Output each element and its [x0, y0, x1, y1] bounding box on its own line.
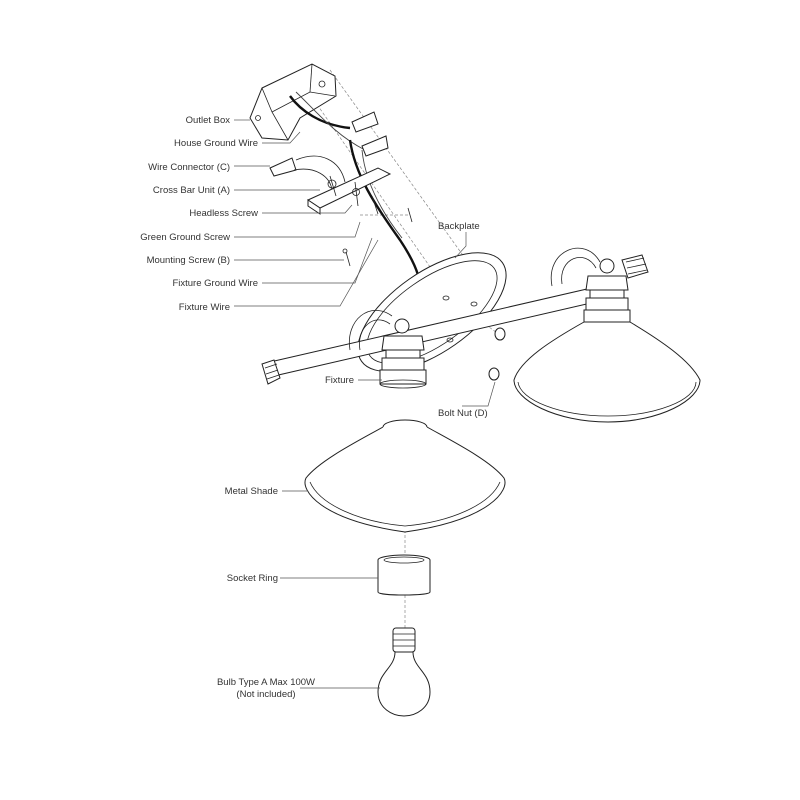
outlet-box — [249, 63, 337, 141]
label-fixture: Fixture — [325, 375, 354, 386]
callout-labels: Outlet Box House Ground Wire Wire Connec… — [140, 115, 487, 700]
mounting-screw — [342, 248, 351, 267]
label-headless-screw: Headless Screw — [189, 208, 258, 219]
label-fixture-wire: Fixture Wire — [179, 302, 230, 313]
label-house-ground-wire: House Ground Wire — [174, 138, 258, 149]
label-socket-ring: Socket Ring — [227, 573, 278, 584]
label-bulb-not-included: (Not included) — [236, 689, 295, 700]
fixture-arm-bar — [261, 254, 649, 385]
metal-shade — [304, 419, 506, 533]
label-cross-bar-unit: Cross Bar Unit (A) — [153, 185, 230, 196]
wire-connectors — [269, 111, 389, 191]
cross-bar-unit — [306, 167, 413, 223]
label-wire-connector: Wire Connector (C) — [148, 162, 230, 173]
socket-ring — [377, 554, 431, 596]
left-fixture-holder — [348, 310, 427, 389]
bolt-nuts — [488, 327, 506, 381]
label-green-ground-screw: Green Ground Screw — [140, 232, 230, 243]
house-wires — [289, 91, 366, 151]
label-mounting-screw: Mounting Screw (B) — [147, 255, 230, 266]
label-fixture-ground-wire: Fixture Ground Wire — [172, 278, 258, 289]
leader-lines — [234, 119, 496, 689]
label-bolt-nut: Bolt Nut (D) — [438, 408, 488, 419]
light-bulb — [377, 627, 431, 717]
right-fixture-holder — [550, 247, 631, 325]
right-metal-shade — [513, 321, 701, 423]
label-bulb-type: Bulb Type A Max 100W — [217, 677, 315, 688]
fixture-wires — [348, 139, 420, 276]
label-outlet-box: Outlet Box — [186, 115, 231, 126]
label-metal-shade: Metal Shade — [225, 486, 278, 497]
label-backplate: Backplate — [438, 221, 480, 232]
